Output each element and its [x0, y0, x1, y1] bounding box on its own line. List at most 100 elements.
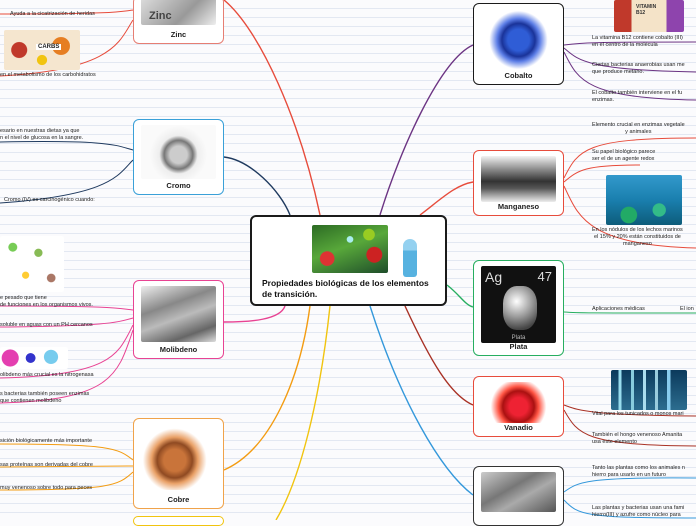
plata-number: 47	[537, 269, 552, 284]
leaf-cobalto-3-line2: enzimas.	[592, 97, 615, 103]
central-title: Propiedades biológicas de los elementos …	[262, 278, 429, 299]
node-label-molibdeno: Molibdeno	[159, 345, 198, 354]
leaf-cobalto-2-line1: Ciertas bacterias anaerobias usan me	[592, 62, 685, 68]
leaf-vanadio-1[interactable]: Vital para los tunicados o monos mari	[592, 411, 684, 417]
leaf-cobalto-2[interactable]: Ciertas bacterias anaerobias usan me que…	[592, 62, 685, 76]
leaf-cobalto-3-line1: El cobalto también interviene en el fu	[592, 90, 683, 96]
leaf-manganeso-3-line3: manganeso	[623, 241, 652, 247]
leaf-cobalto-1-line1: La vitamina B12 contiene cobalto (III)	[592, 35, 683, 41]
hierro-image	[481, 472, 556, 512]
leaf-cromo-2[interactable]: n el nivel de glucosa en la sangre.	[0, 135, 84, 141]
cromo-image	[141, 125, 216, 179]
leaf-hierro-1-line2: hierro para usarlo en un futuro	[592, 472, 666, 478]
carbs-label: CARBS	[36, 44, 62, 50]
leaf-manganeso-3[interactable]: En los nódulos de los lechos marinos el …	[592, 227, 683, 248]
plata-name: Plata	[511, 335, 526, 341]
leaf-manganeso-3-line1: En los nódulos de los lechos marinos	[592, 227, 683, 233]
link-molibdeno	[223, 305, 286, 323]
leaf-vanadio-2[interactable]: También el hongo venenoso Amanita usa es…	[592, 432, 682, 446]
leaf-manganeso-2-line2: ser el de un agente redox	[592, 156, 655, 162]
leaf-manganeso-1-line1: Elemento crucial en enzimas vegetale	[592, 122, 685, 128]
link-cobre2	[275, 305, 331, 520]
node-plata[interactable]: Ag 47 Plata Plata	[473, 260, 564, 356]
vanadio-image	[481, 382, 556, 423]
molibdeno-image	[141, 286, 216, 342]
leaf-molibdeno-5[interactable]: s bacterias también poseen enzimas	[0, 391, 90, 397]
link-plata	[446, 284, 474, 308]
leaf-hierro-2-line2: hierro(III) y azufre como núcleo para	[592, 512, 681, 518]
leaf-manganeso-2[interactable]: Su papel biológico parece ser el de un a…	[592, 149, 655, 163]
leaf-molibdeno-1[interactable]: e pesado que tiene	[0, 295, 47, 301]
leaf-cobalto-3[interactable]: El cobalto también interviene en el fu e…	[592, 90, 682, 104]
node-cromo[interactable]: Cromo	[133, 119, 224, 195]
plata-symbol: Ag	[485, 269, 503, 285]
node-label-cobre: Cobre	[167, 495, 190, 504]
leaf-plata-1[interactable]: Aplicaciones médicas	[592, 306, 645, 312]
tunicates-image	[611, 370, 687, 410]
leaf-hierro-2[interactable]: Las plantas y bacterias usan una fami hi…	[592, 505, 684, 519]
leaf-manganeso-2-line1: Su papel biológico parece	[592, 149, 656, 155]
link-cromo	[223, 156, 291, 216]
node-label-zinc: Zinc	[170, 30, 187, 39]
link-manganeso	[419, 181, 474, 216]
leaf-molibdeno-6[interactable]: que contienen molibdeno	[0, 398, 62, 404]
leaf-hierro-1-line1: Tanto las plantas como los animales n	[592, 465, 685, 471]
leaf-manganeso-1[interactable]: Elemento crucial en enzimas vegetale y a…	[592, 122, 685, 136]
node-partial-bottom-left[interactable]	[133, 516, 224, 526]
node-cobre[interactable]: Cobre	[133, 418, 224, 509]
link-cobalto	[379, 44, 474, 216]
node-vanadio[interactable]: Vanadio	[473, 376, 564, 437]
manganeso-image	[481, 156, 556, 202]
cobre-image	[141, 424, 216, 490]
leaf-hierro-2-line1: Las plantas y bacterias usan una fami	[592, 505, 685, 511]
organisms-diagram-image	[0, 236, 64, 292]
leaf-cromo-3[interactable]: Cromo (IV) es carcinogénico cuando:	[4, 197, 95, 203]
leaf-vanadio-2-line1: También el hongo venenoso Amanita	[592, 432, 683, 438]
plata-element-card: Ag 47 Plata	[481, 266, 556, 343]
node-label-plata: Plata	[509, 342, 528, 351]
biology-illustration	[312, 225, 417, 277]
leaf-zinc-1[interactable]: Ayuda a la cicatrización de heridas	[10, 11, 95, 17]
leaf-cobalto-1-line2: en el centro de la molécula	[592, 42, 658, 48]
human-figure-icon	[403, 239, 417, 277]
leaf-cobre-1[interactable]: sición biológicamente más importante	[0, 438, 93, 444]
central-topic[interactable]: Propiedades biológicas de los elementos …	[250, 215, 447, 306]
carbs-food-image: CARBS	[4, 30, 80, 70]
leaf-manganeso-1-line2: y animales	[625, 129, 652, 135]
leaf-manganeso-3-line2: el 15% y 20% están constituidos de	[593, 234, 681, 240]
node-label-cromo: Cromo	[166, 181, 191, 190]
node-molibdeno[interactable]: Molibdeno	[133, 280, 224, 359]
vitamin-b12-image: VITAMIN B12	[614, 0, 684, 32]
node-cobalto[interactable]: Cobalto	[473, 3, 564, 85]
leaf-zinc-2[interactable]: en el metabolismo de los carbohidratos	[0, 72, 96, 78]
leaf-hierro-1[interactable]: Tanto las plantas como los animales n hi…	[592, 465, 685, 479]
node-label-vanadio: Vanadio	[504, 423, 533, 432]
leaf-vanadio-2-line2: usa este elemento	[592, 439, 637, 445]
link-vanadio	[404, 305, 474, 406]
node-label-manganeso: Manganeso	[497, 202, 540, 211]
plata-sample	[503, 286, 537, 330]
leaf-plata-2[interactable]: El ion	[680, 306, 694, 312]
seabed-image	[606, 175, 682, 225]
leaf-cromo-1[interactable]: esario en nuestras dietas ya que	[0, 128, 80, 134]
cobalto-image	[481, 9, 556, 71]
molecule-image	[0, 347, 68, 369]
link-zinc	[223, 0, 321, 216]
leaf-molibdeno-3[interactable]: soluble en aguas con un PH cercanos	[0, 322, 93, 328]
vitamin-label: VITAMIN B12	[636, 4, 657, 16]
node-zinc[interactable]: Zinc Zinc	[133, 0, 224, 44]
link-hierro	[369, 305, 474, 496]
link-cobre	[223, 305, 311, 471]
leaf-cobalto-2-line2: que produce metano.	[592, 69, 644, 75]
leaf-molibdeno-4[interactable]: olibdeno más crucial es la nitrogenasa	[0, 372, 94, 378]
leaf-cobre-3[interactable]: muy venenoso sobre todo para peces	[0, 485, 93, 491]
zinc-sign: Zinc	[149, 10, 172, 22]
leaf-cobalto-1[interactable]: La vitamina B12 contiene cobalto (III) e…	[592, 35, 683, 49]
node-hierro[interactable]	[473, 466, 564, 526]
leaf-molibdeno-2[interactable]: de funciones en los organismos vivos.	[0, 302, 93, 308]
node-label-cobalto: Cobalto	[504, 71, 533, 80]
zinc-image: Zinc	[141, 0, 216, 25]
leaf-cobre-2[interactable]: sas proteínas son derivadas del cobre	[0, 462, 93, 468]
node-manganeso[interactable]: Manganeso	[473, 150, 564, 216]
